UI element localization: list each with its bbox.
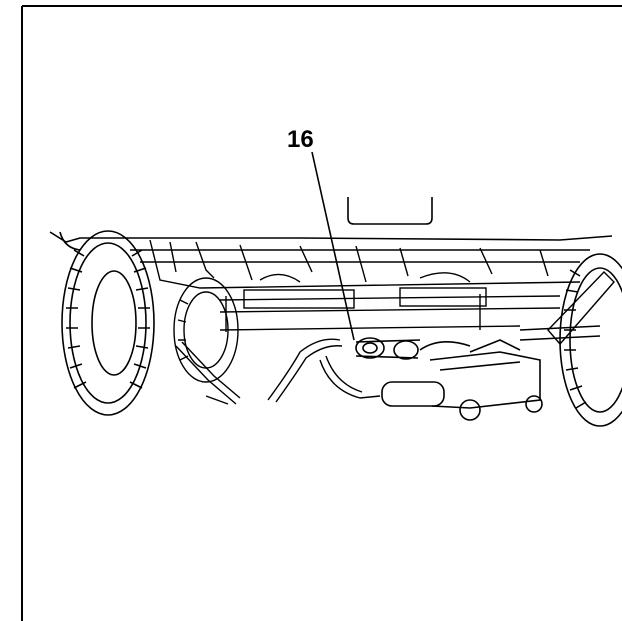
right-suspension	[519, 271, 615, 346]
right-wheel	[559, 253, 622, 427]
callout-leader-line	[311, 151, 355, 341]
trolley-jack	[381, 339, 543, 421]
vehicle-body	[49, 197, 613, 263]
inner-left-wheel	[173, 277, 239, 383]
left-wheel	[61, 230, 155, 416]
hoses	[175, 338, 381, 405]
callout-number: 16	[287, 126, 314, 153]
bleed-fitting	[355, 337, 421, 360]
page-border	[21, 5, 622, 621]
chassis-frame	[149, 239, 581, 332]
